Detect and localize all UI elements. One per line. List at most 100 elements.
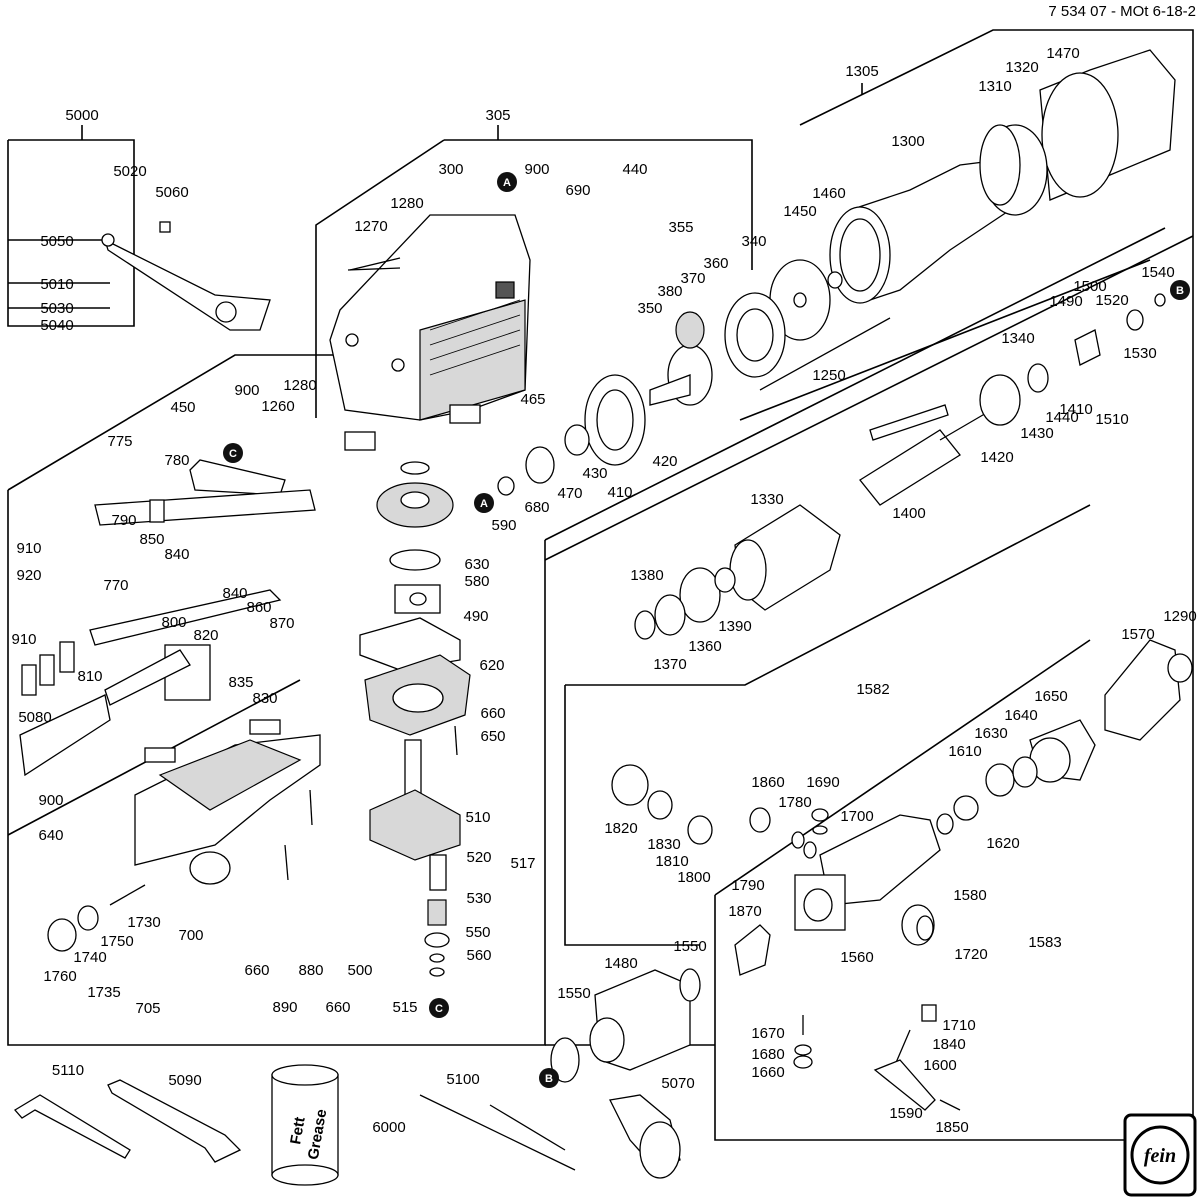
part-number-label: 430 xyxy=(582,465,607,482)
part-number-label: 1340 xyxy=(1001,330,1034,347)
part-number-label: 1700 xyxy=(840,808,873,825)
part-number-label: 1540 xyxy=(1141,264,1174,281)
part-number-label: 1580 xyxy=(953,887,986,904)
part-number-label: 1370 xyxy=(653,656,686,673)
part-number-label: 705 xyxy=(135,1000,160,1017)
part-number-label: 1290 xyxy=(1163,608,1196,625)
part-number-label: 1590 xyxy=(889,1105,922,1122)
part-number-label: 5000 xyxy=(65,107,98,124)
part-number-label: 660 xyxy=(480,705,505,722)
part-number-label: 517 xyxy=(510,855,535,872)
part-number-label: 5110 xyxy=(52,1062,84,1079)
part-number-label: 420 xyxy=(652,453,677,470)
part-number-label: 1320 xyxy=(1005,59,1038,76)
part-number-label: 900 xyxy=(38,792,63,809)
part-number-label: 440 xyxy=(622,161,647,178)
part-number-label: 835 xyxy=(228,674,253,691)
part-number-label: 680 xyxy=(524,499,549,516)
part-number-label: 770 xyxy=(103,577,128,594)
part-number-label: 780 xyxy=(164,452,189,469)
part-number-label: 890 xyxy=(272,999,297,1016)
part-number-label: 580 xyxy=(464,573,489,590)
part-number-label: 1735 xyxy=(87,984,120,1001)
part-number-label: 700 xyxy=(178,927,203,944)
part-number-label: 1490 xyxy=(1049,293,1082,310)
part-number-label: 840 xyxy=(164,546,189,563)
part-number-label: 1330 xyxy=(750,491,783,508)
marker-b: B xyxy=(539,1068,559,1088)
part-number-label: 660 xyxy=(325,999,350,1016)
part-number-label: 870 xyxy=(269,615,294,632)
part-number-label: 450 xyxy=(170,399,195,416)
part-number-label: 1870 xyxy=(728,903,761,920)
part-number-label: 1260 xyxy=(261,398,294,415)
part-number-label: 5010 xyxy=(40,276,73,293)
part-number-label: 800 xyxy=(161,614,186,631)
part-number-label: 1430 xyxy=(1020,425,1053,442)
part-number-label: 490 xyxy=(463,608,488,625)
part-number-label: 1583 xyxy=(1028,934,1061,951)
part-number-label: 520 xyxy=(466,849,491,866)
part-number-label: 775 xyxy=(107,433,132,450)
svg-text:C: C xyxy=(229,448,237,460)
part-number-label: 1250 xyxy=(812,367,845,384)
part-number-label: 900 xyxy=(234,382,259,399)
svg-text:B: B xyxy=(545,1073,553,1085)
part-number-label: 305 xyxy=(485,107,510,124)
marker-a: A xyxy=(497,172,517,192)
part-number-label: 620 xyxy=(479,657,504,674)
part-number-label: 1660 xyxy=(751,1064,784,1081)
svg-text:C: C xyxy=(435,1003,443,1015)
part-number-label: 630 xyxy=(464,556,489,573)
part-number-label: 910 xyxy=(16,540,41,557)
callout-markers: A A B B C C xyxy=(223,172,1190,1088)
part-number-label: 5060 xyxy=(155,184,188,201)
part-number-label: 1550 xyxy=(673,938,706,955)
part-number-label: 1480 xyxy=(604,955,637,972)
part-number-label: 300 xyxy=(438,161,463,178)
part-number-label: 650 xyxy=(480,728,505,745)
part-number-label: 5090 xyxy=(168,1072,201,1089)
part-number-label: 5080 xyxy=(18,709,51,726)
part-number-label: 550 xyxy=(465,924,490,941)
part-number-label: 1310 xyxy=(978,78,1011,95)
part-number-label: 530 xyxy=(466,890,491,907)
svg-text:A: A xyxy=(503,177,511,189)
marker-a: A xyxy=(474,493,494,513)
group-frames xyxy=(7,29,1194,1141)
part-number-label: 1860 xyxy=(751,774,784,791)
part-number-label: 880 xyxy=(298,962,323,979)
part-number-label: 850 xyxy=(139,531,164,548)
svg-text:B: B xyxy=(1176,285,1184,297)
part-number-label: 1560 xyxy=(840,949,873,966)
part-number-label: 560 xyxy=(466,947,491,964)
part-number-label: 1270 xyxy=(354,218,387,235)
part-number-label: 410 xyxy=(607,484,632,501)
part-number-label: 590 xyxy=(491,517,516,534)
part-number-label: 900 xyxy=(524,161,549,178)
part-number-label: 1380 xyxy=(630,567,663,584)
part-number-label: 465 xyxy=(520,391,545,408)
part-number-label: 5030 xyxy=(40,300,73,317)
part-number-label: 1680 xyxy=(751,1046,784,1063)
part-number-label: 370 xyxy=(680,270,705,287)
part-number-label: 5070 xyxy=(661,1075,694,1092)
part-number-label: 360 xyxy=(703,255,728,272)
part-number-label: 910 xyxy=(11,631,36,648)
marker-c: C xyxy=(223,443,243,463)
part-number-label: 810 xyxy=(77,668,102,685)
part-number-label: 1730 xyxy=(127,914,160,931)
part-number-label: 5040 xyxy=(40,317,73,334)
part-number-label: 355 xyxy=(668,219,693,236)
part-number-label: 1810 xyxy=(655,853,688,870)
part-number-label: 1650 xyxy=(1034,688,1067,705)
part-illustrations xyxy=(13,49,1193,1186)
part-number-label: 1500 xyxy=(1073,278,1106,295)
part-number-label: 1460 xyxy=(812,185,845,202)
logo-text: fein xyxy=(1144,1145,1176,1167)
part-number-label: 515 xyxy=(392,999,417,1016)
part-number-label: 1582 xyxy=(856,681,889,698)
part-number-label: 1410 xyxy=(1059,401,1092,418)
